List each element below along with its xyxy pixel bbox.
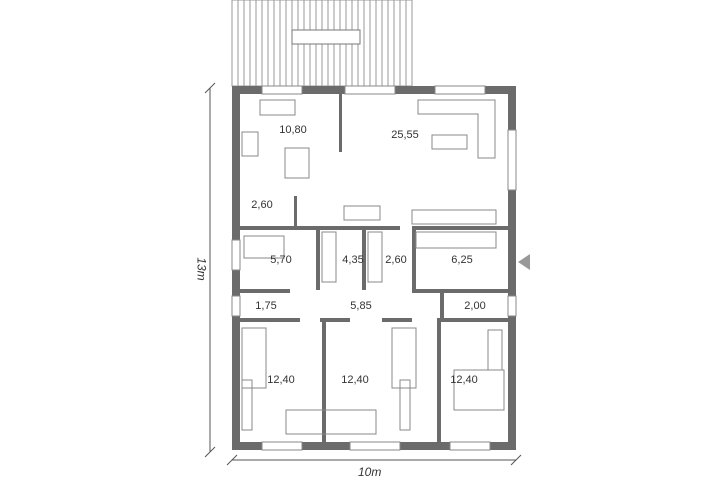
room-area-entrance: 6,25 xyxy=(451,254,473,266)
dimension-height: 13m xyxy=(194,257,209,281)
room-area-corridor: 5,85 xyxy=(350,300,372,312)
terrace-table xyxy=(291,29,361,45)
room-area-bedroom-2: 12,40 xyxy=(341,374,369,386)
terrace xyxy=(231,0,413,87)
room-area-wardrobe: 4,35 xyxy=(342,254,364,266)
walls xyxy=(232,86,516,450)
room-area-bedroom-1: 12,40 xyxy=(267,374,295,386)
room-area-living: 25,55 xyxy=(391,129,419,141)
room-area-bedroom-3: 12,40 xyxy=(450,374,478,386)
entrance-arrow-icon xyxy=(518,254,530,270)
dimension-width: 10m xyxy=(358,465,382,479)
room-area-wc-right: 2,00 xyxy=(464,300,486,312)
room-area-bathroom: 5,70 xyxy=(270,254,292,266)
room-area-wc-left: 1,75 xyxy=(255,300,277,312)
dimension-lines xyxy=(204,82,522,466)
windows xyxy=(231,85,517,451)
room-area-hall: 2,60 xyxy=(385,254,407,266)
room-area-pantry: 2,60 xyxy=(251,199,273,211)
furniture xyxy=(241,99,505,435)
room-area-kitchen: 10,80 xyxy=(279,124,307,136)
